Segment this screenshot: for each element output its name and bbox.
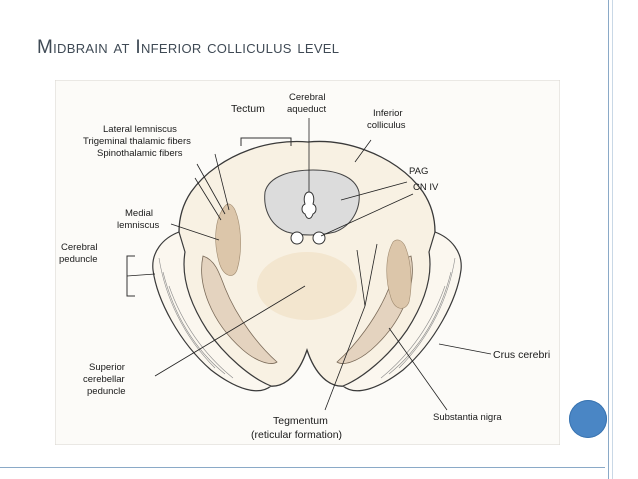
leader-lines bbox=[126, 118, 492, 411]
slide-title: Midbrain at Inferior colliculus level bbox=[37, 37, 340, 58]
decorative-rule-right-light bbox=[612, 0, 613, 479]
label-inferior-colliculus-2: colliculus bbox=[367, 120, 406, 131]
label-pag: PAG bbox=[409, 166, 428, 177]
midbrain-diagram: Tectum Cerebral aqueduct Inferior collic… bbox=[55, 80, 560, 445]
label-cerebral-peduncle-1: Cerebral bbox=[61, 242, 97, 253]
label-tectum: Tectum bbox=[231, 103, 265, 115]
decorative-circle bbox=[569, 400, 607, 438]
label-medial-lemniscus-2: lemniscus bbox=[117, 220, 159, 231]
cn-iv-nucleus-right bbox=[312, 231, 326, 245]
label-tegmentum: Tegmentum bbox=[273, 415, 328, 427]
label-medial-lemniscus-1: Medial bbox=[125, 208, 153, 219]
label-superior-cerebellar-1: Superior bbox=[89, 362, 125, 373]
label-superior-cerebellar-2: cerebellar bbox=[83, 374, 125, 385]
label-cerebral-aqueduct-2: aqueduct bbox=[287, 104, 326, 115]
label-cn-iv: CN IV bbox=[413, 182, 439, 193]
label-trigeminal-thalamic-fibers: Trigeminal thalamic fibers bbox=[83, 136, 191, 147]
tegmentum-region bbox=[257, 252, 357, 320]
label-inferior-colliculus-1: Inferior bbox=[373, 108, 403, 119]
label-spinothalamic-fibers: Spinothalamic fibers bbox=[97, 148, 183, 159]
crus-cerebri-left bbox=[152, 231, 273, 392]
label-crus-cerebri: Crus cerebri bbox=[493, 349, 550, 361]
label-substantia-nigra: Substantia nigra bbox=[433, 412, 502, 423]
crus-fibers bbox=[158, 257, 456, 379]
decorative-rule-right bbox=[608, 0, 609, 479]
cn-iv-nucleus-left bbox=[290, 231, 304, 245]
midbrain-figure: Tectum Cerebral aqueduct Inferior collic… bbox=[55, 80, 560, 445]
decorative-rule-bottom bbox=[0, 467, 605, 468]
label-superior-cerebellar-3: peduncle bbox=[87, 386, 126, 397]
label-reticular-formation: (reticular formation) bbox=[251, 429, 342, 441]
crus-cerebri-right bbox=[341, 231, 462, 392]
tectum-bracket bbox=[240, 137, 292, 146]
medial-lemniscus-left bbox=[215, 203, 241, 276]
label-lateral-lemniscus: Lateral lemniscus bbox=[103, 124, 177, 135]
cerebral-aqueduct bbox=[301, 191, 317, 219]
medial-lemniscus-right bbox=[386, 239, 412, 309]
label-cerebral-aqueduct-1: Cerebral bbox=[289, 92, 325, 103]
substantia-nigra-left bbox=[201, 255, 278, 364]
label-cerebral-peduncle-2: peduncle bbox=[59, 254, 98, 265]
